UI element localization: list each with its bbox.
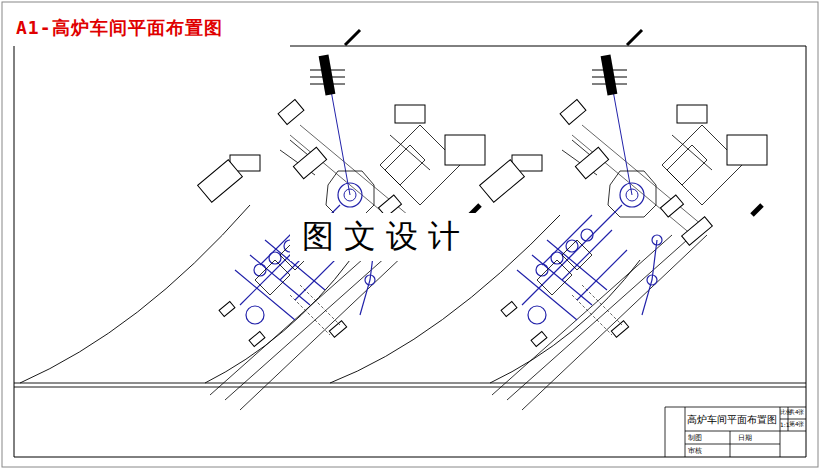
drawing-title: A1-高炉车间平面布置图 xyxy=(16,16,223,40)
drawn-by-cell: 制图 xyxy=(688,433,702,443)
drawing-name-cell: 高炉车间平面布置图 xyxy=(687,413,777,427)
sheet-number-cell: 第4张 xyxy=(789,421,805,428)
checked-by-cell: 审核 xyxy=(688,446,702,456)
sheet-total-cell: 共4张 xyxy=(789,409,805,416)
scale-value-cell: 1:1 xyxy=(780,421,790,428)
date-cell: 日期 xyxy=(738,433,752,443)
watermark: 图文设计 xyxy=(290,213,482,261)
